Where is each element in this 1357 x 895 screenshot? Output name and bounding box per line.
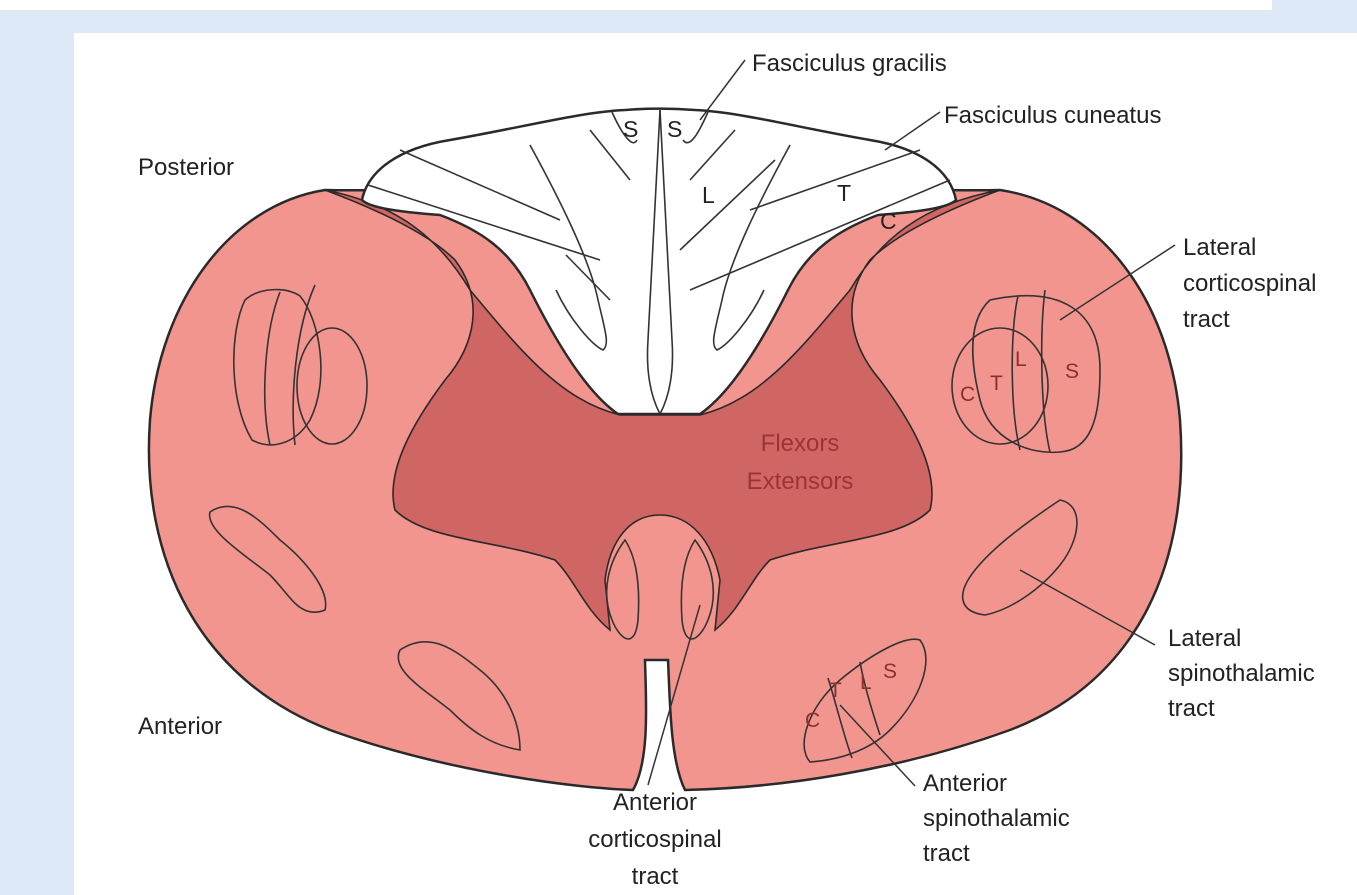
label-fasciculus-cuneatus: Fasciculus cuneatus bbox=[944, 102, 1161, 129]
seg-ant-stt-t: T bbox=[829, 679, 842, 702]
label-lateral-spinothalamic-1: Lateral bbox=[1168, 625, 1241, 652]
label-anterior-spinothalamic-2: spinothalamic bbox=[923, 805, 1070, 832]
label-anterior-corticospinal-1: Anterior bbox=[613, 789, 697, 816]
seg-cuneatus-t: T bbox=[837, 180, 851, 206]
label-lateral-corticospinal-1: Lateral bbox=[1183, 234, 1256, 261]
label-anterior-spinothalamic-1: Anterior bbox=[923, 770, 1007, 797]
diagram-canvas: Fasciculus gracilis Fasciculus cuneatus … bbox=[74, 33, 1357, 895]
seg-ant-stt-l: L bbox=[860, 671, 872, 694]
label-lateral-corticospinal-2: corticospinal bbox=[1183, 270, 1316, 297]
seg-cuneatus-c: C bbox=[880, 208, 897, 234]
seg-lat-cst-c: C bbox=[960, 383, 975, 406]
label-anterior: Anterior bbox=[138, 713, 222, 740]
top-strip bbox=[0, 0, 1272, 10]
label-anterior-spinothalamic-3: tract bbox=[923, 840, 970, 867]
label-posterior: Posterior bbox=[138, 154, 234, 181]
label-lateral-spinothalamic-2: spinothalamic bbox=[1168, 660, 1315, 687]
seg-lat-cst-s: S bbox=[1065, 360, 1079, 383]
seg-ant-stt-c: C bbox=[805, 709, 820, 732]
label-lateral-spinothalamic-3: tract bbox=[1168, 695, 1215, 722]
seg-gracilis-right-s: S bbox=[667, 116, 682, 142]
label-anterior-corticospinal-3: tract bbox=[632, 863, 679, 890]
label-extensors: Extensors bbox=[747, 468, 854, 495]
spinal-cord-diagram: Fasciculus gracilis Fasciculus cuneatus … bbox=[74, 33, 1357, 895]
label-flexors: Flexors bbox=[761, 430, 840, 457]
label-fasciculus-gracilis: Fasciculus gracilis bbox=[752, 50, 947, 77]
label-anterior-corticospinal-2: corticospinal bbox=[588, 826, 721, 853]
seg-lat-cst-t: T bbox=[990, 372, 1003, 395]
seg-gracilis-left-s: S bbox=[623, 116, 638, 142]
label-lateral-corticospinal-3: tract bbox=[1183, 306, 1230, 333]
seg-lat-cst-l: L bbox=[1015, 348, 1027, 371]
seg-gracilis-l: L bbox=[702, 182, 715, 208]
seg-ant-stt-s: S bbox=[883, 660, 897, 683]
